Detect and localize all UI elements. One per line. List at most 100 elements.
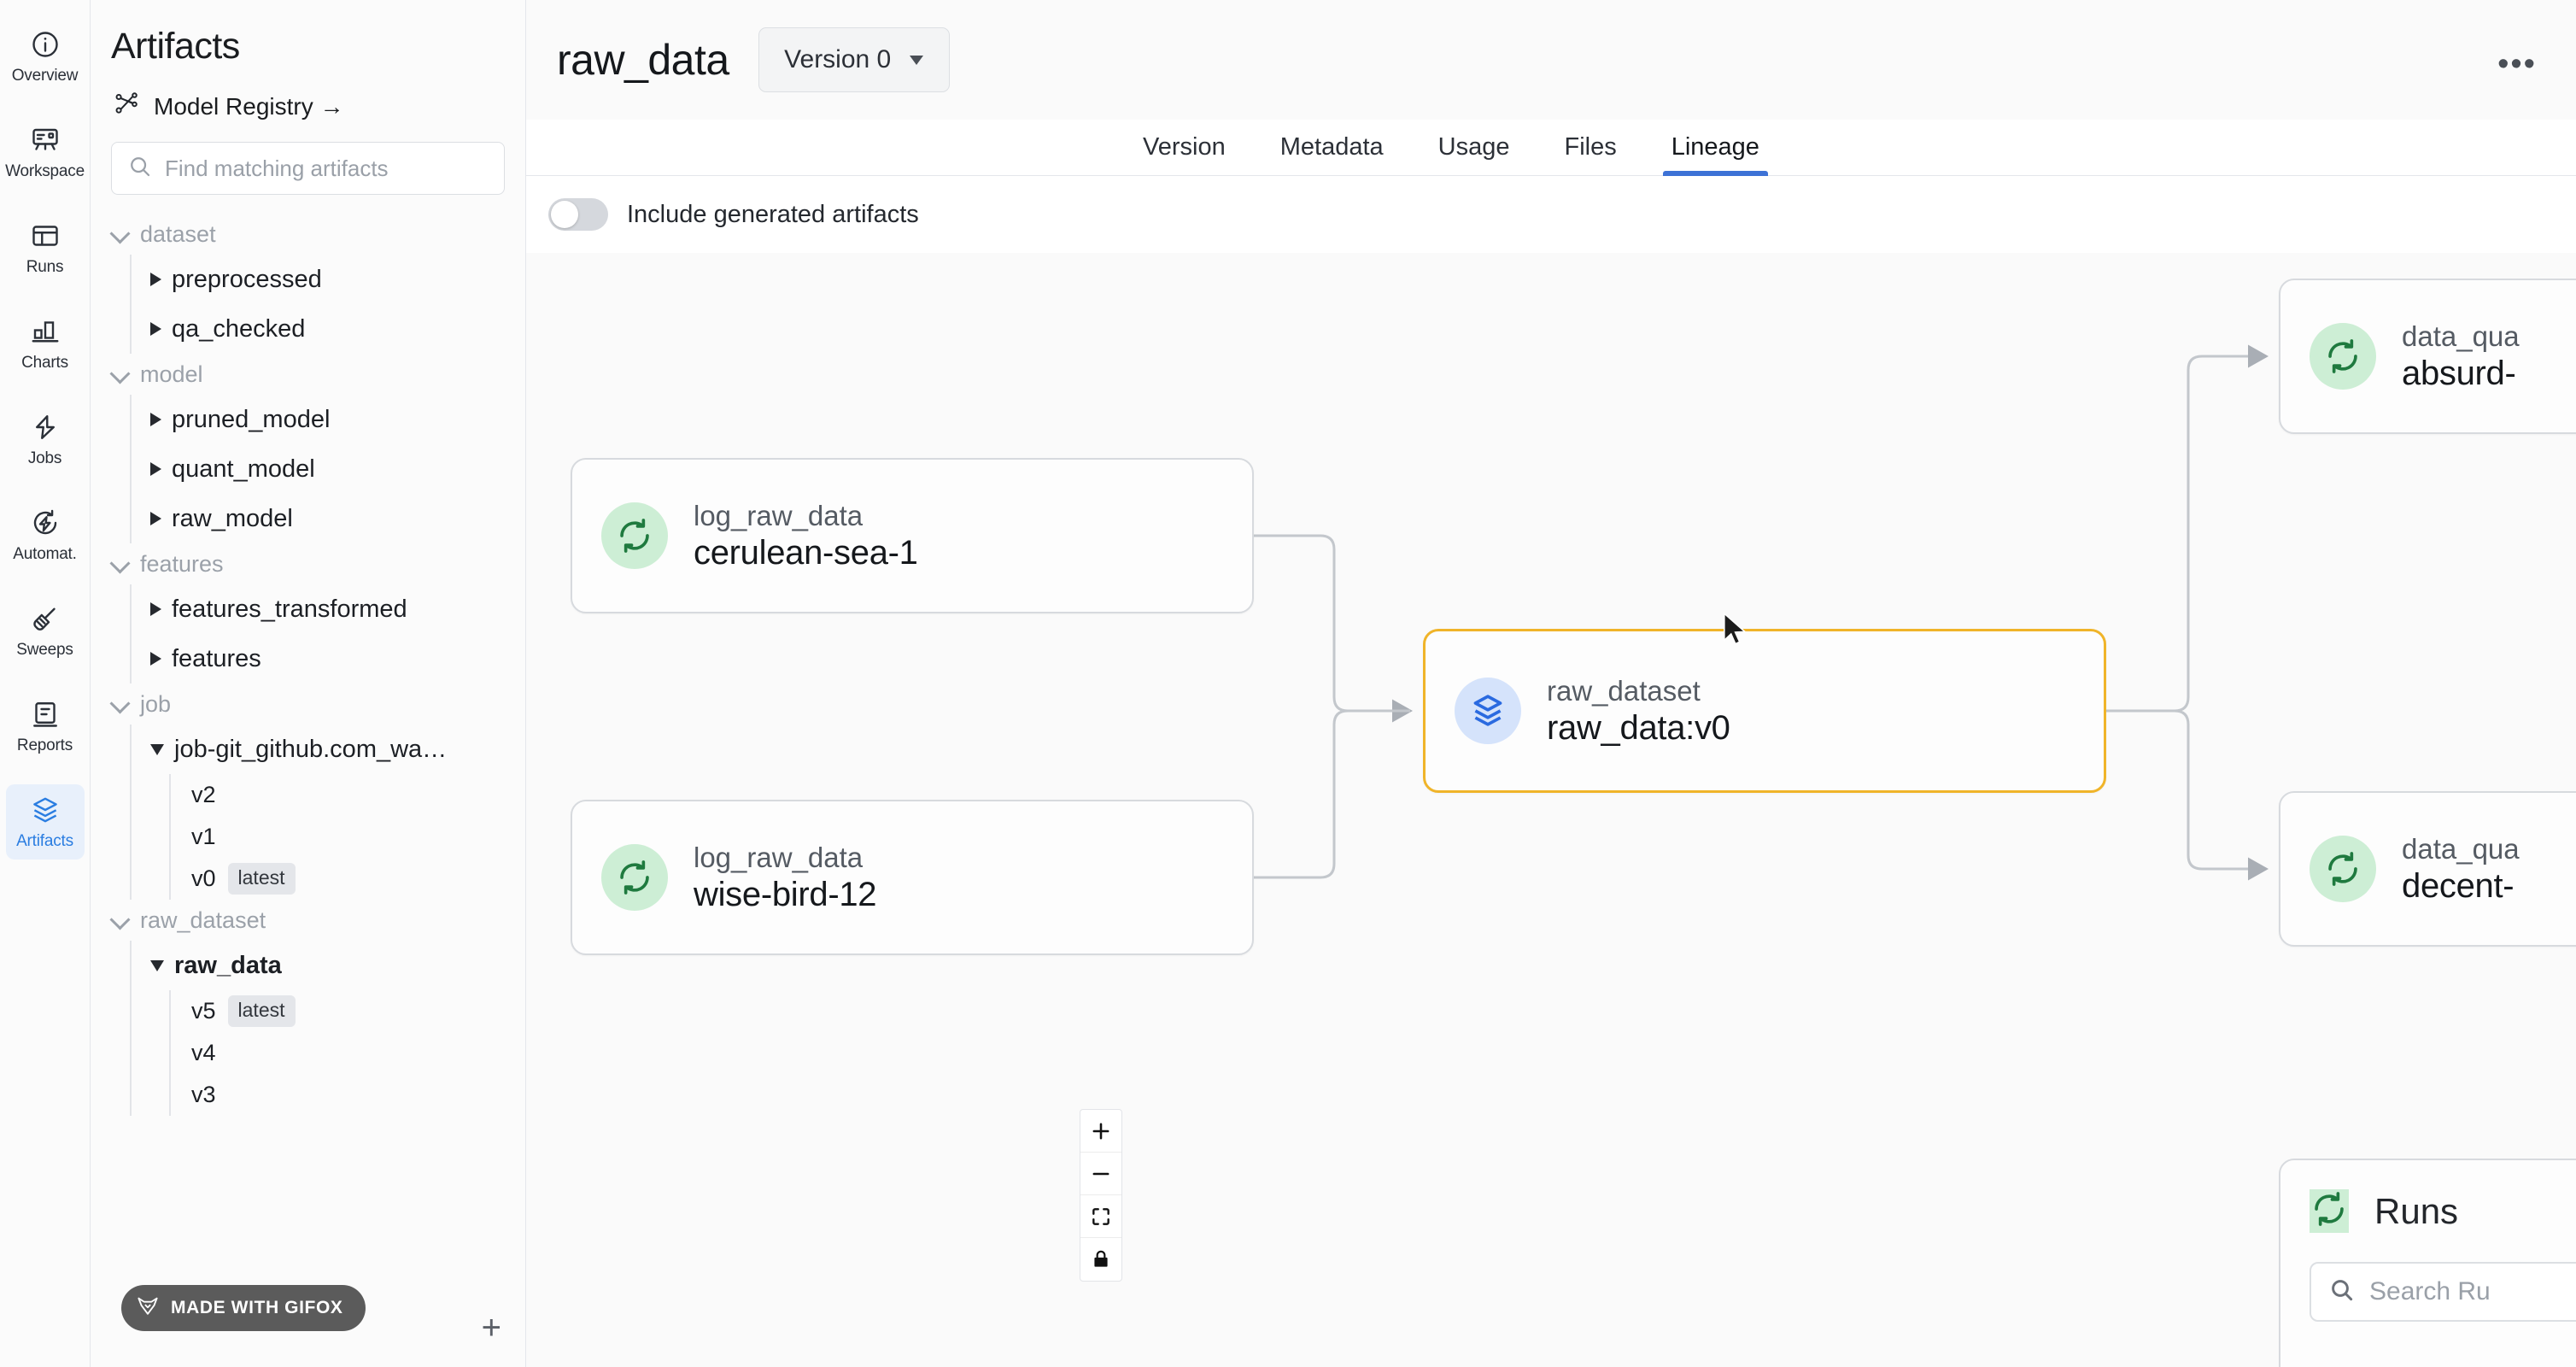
tree-item-features[interactable]: features [150, 634, 525, 684]
zoom-controls [1080, 1109, 1122, 1282]
lineage-node-name: absurd- [2402, 354, 2516, 392]
tree-group-label: features [140, 550, 224, 577]
rail-item-overview[interactable]: Overview [6, 19, 85, 94]
report-icon [28, 697, 62, 731]
automation-icon [28, 506, 62, 540]
caret-right-icon [150, 273, 161, 286]
tree-children: pruned_model quant_model raw_model [130, 395, 525, 543]
tree-item-pruned-model[interactable]: pruned_model [150, 395, 525, 444]
caret-right-icon [150, 512, 161, 525]
search-input[interactable] [165, 155, 489, 182]
rail-item-artifacts[interactable]: Artifacts [5, 784, 85, 860]
tree-group-header-job[interactable]: job [111, 684, 525, 725]
version-select[interactable]: Version 0 [758, 27, 950, 92]
tree-children: features_transformed features [130, 584, 525, 684]
lock-button[interactable] [1080, 1238, 1121, 1281]
run-refresh-icon [2310, 836, 2376, 902]
tab-files[interactable]: Files [1564, 133, 1617, 161]
gifox-watermark: MADE WITH GIFOX [121, 1285, 366, 1331]
runs-search-input[interactable]: Search Ru [2310, 1262, 2576, 1322]
lineage-node-type-label: log_raw_data [694, 841, 864, 873]
tree-item-label: features_transformed [172, 595, 407, 623]
artifacts-search[interactable] [111, 142, 505, 195]
version-item[interactable]: v2 [191, 774, 525, 816]
version-item[interactable]: v4 [191, 1032, 525, 1074]
caret-right-icon [150, 652, 161, 666]
tree-group-label: dataset [140, 220, 216, 247]
more-horizontal-icon[interactable]: ••• [2497, 46, 2537, 82]
tree-group: features features_transformed features [111, 543, 525, 684]
zoom-out-button[interactable] [1080, 1153, 1121, 1195]
tree-item-qa-checked[interactable]: qa_checked [150, 304, 525, 354]
tree-group-header-dataset[interactable]: dataset [111, 214, 525, 255]
tree-group-header-model[interactable]: model [111, 354, 525, 395]
include-generated-toggle[interactable] [548, 198, 608, 231]
rail-item-jobs[interactable]: Jobs [6, 402, 85, 477]
tab-version[interactable]: Version [1143, 133, 1226, 161]
rail-item-sweeps[interactable]: Sweeps [6, 593, 85, 668]
caret-down-icon [150, 743, 164, 755]
tab-metadata[interactable]: Metadata [1279, 133, 1384, 161]
tree-item-raw-data[interactable]: raw_data [150, 941, 525, 990]
run-refresh-icon [601, 502, 668, 569]
model-registry-link[interactable]: Model Registry → [91, 67, 525, 123]
chevron-down-icon [111, 365, 130, 384]
lineage-toolbar: Include generated artifacts [526, 176, 2576, 253]
rail-item-workspace[interactable]: Workspace [5, 114, 85, 190]
lineage-edges [1254, 344, 2269, 881]
tab-lineage[interactable]: Lineage [1644, 133, 1787, 176]
runs-panel-title: Runs [2374, 1190, 2459, 1231]
info-circle-icon [28, 27, 62, 62]
chevron-down-icon [111, 554, 130, 573]
tree-group-label: job [140, 690, 172, 717]
zoom-in-button[interactable] [1080, 1110, 1121, 1153]
tree-item-job-git-github-com-wa-[interactable]: job-git_github.com_wa… [150, 725, 525, 774]
tree-item-label: job-git_github.com_wa… [174, 735, 448, 763]
gifox-label: MADE WITH GIFOX [171, 1298, 343, 1317]
tree-item-features-transformed[interactable]: features_transformed [150, 584, 525, 634]
version-item[interactable]: v3 [191, 1074, 525, 1116]
rail-item-charts[interactable]: Charts [6, 306, 85, 381]
version-label: v5 [191, 998, 216, 1024]
version-item[interactable]: v5 latest [191, 990, 525, 1032]
tree-group-header-raw_dataset[interactable]: raw_dataset [111, 900, 525, 941]
add-artifact-button[interactable]: + [481, 1309, 501, 1346]
version-select-label: Version 0 [784, 45, 892, 73]
version-badge: latest [227, 995, 296, 1027]
rail-item-reports[interactable]: Reports [6, 689, 85, 764]
caret-down-icon [150, 959, 164, 971]
tree-item-raw-model[interactable]: raw_model [150, 494, 525, 543]
table-icon [28, 219, 62, 253]
fit-view-button[interactable] [1080, 1195, 1121, 1238]
rail-item-automations[interactable]: Automat. [6, 497, 85, 572]
rail-label: Reports [16, 736, 73, 754]
tree-item-label: raw_data [174, 951, 282, 979]
caret-right-icon [150, 413, 161, 426]
caret-right-icon [150, 602, 161, 616]
tab-usage[interactable]: Usage [1437, 133, 1510, 161]
layers-icon [1455, 678, 1521, 744]
tree-group-header-features[interactable]: features [111, 543, 525, 584]
lineage-node-name: decent- [2402, 866, 2515, 905]
rail-item-runs[interactable]: Runs [6, 210, 85, 285]
tree-item-quant-model[interactable]: quant_model [150, 444, 525, 494]
model-registry-icon [113, 90, 142, 123]
tree-item-preprocessed[interactable]: preprocessed [150, 255, 525, 304]
tree-item-label: quant_model [172, 455, 315, 483]
version-item[interactable]: v1 [191, 816, 525, 858]
